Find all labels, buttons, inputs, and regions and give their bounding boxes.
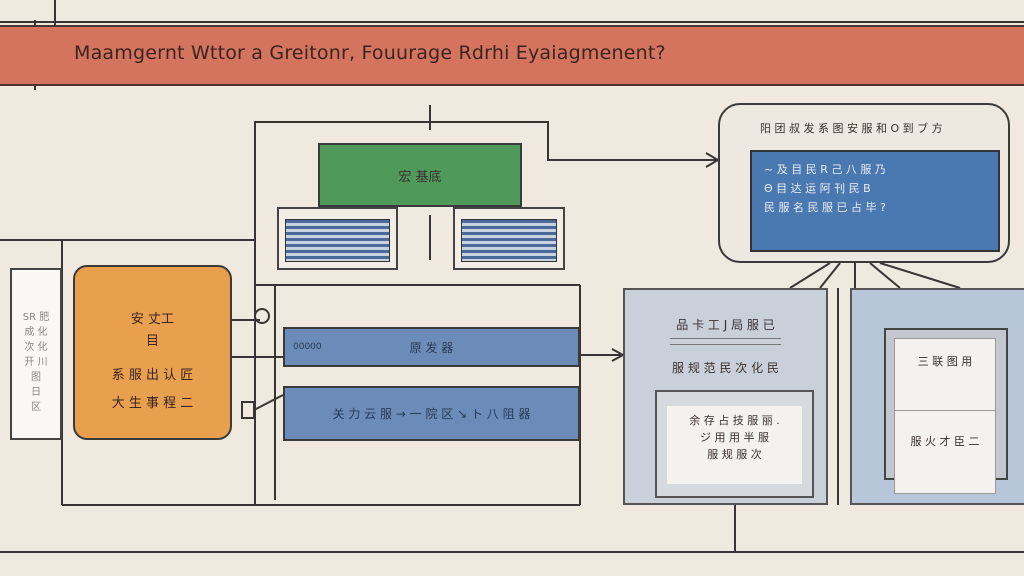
monitor-screen-line: 民 服 名 民 服 已 占 毕 ? <box>764 201 886 214</box>
right-panel: 三 联 图 用 服 火 才 臣 二 <box>850 288 1024 505</box>
orange-box-line: 大 生 事 程 二 <box>111 396 194 411</box>
right-panel-frame: 三 联 图 用 服 火 才 臣 二 <box>884 328 1008 494</box>
gray-inner-line: 服 规 服 次 <box>707 448 762 461</box>
orange-box-line: 目 <box>145 334 159 349</box>
gray-inner-line: ジ 用 用 半 服 <box>700 431 769 444</box>
blue-bar-prefix: 00000 <box>293 342 322 352</box>
left-panel-line: 成 化 <box>24 327 48 338</box>
left-panel-line: 开 川 <box>24 357 48 368</box>
title-banner <box>0 25 1024 86</box>
left-panel-line: SR 肥 <box>22 312 50 323</box>
green-process-box: 宏 基底 <box>318 143 522 207</box>
blue-bar-top: 00000 原 发 器 <box>283 327 580 367</box>
left-panel-line: 次 化 <box>24 342 48 353</box>
blue-bar-bottom: 关 力 云 服 → 一 院 区 ↘ ト 八 阻 器 <box>283 386 580 441</box>
gray-panel: 品 卡 工 J 局 服 已 服 规 范 民 次 化 民 余 存 占 技 服 丽 … <box>623 288 828 505</box>
right-card-top: 三 联 图 用 <box>894 338 996 416</box>
right-card-bottom: 服 火 才 臣 二 <box>894 410 996 494</box>
gray-panel-subtitle: 服 规 范 民 次 化 民 <box>672 361 779 375</box>
blue-bar-label: 原 发 器 <box>409 340 454 355</box>
monitor-title: 阳 团 叔 发 系 图 安 服 和 O 到 ブ 方 <box>760 122 943 135</box>
left-label-panel: SR 肥 成 化 次 化 开 川 图 日 区 <box>10 268 62 440</box>
gray-panel-inner-box: 余 存 占 技 服 丽 . ジ 用 用 半 服 服 规 服 次 <box>655 390 814 498</box>
screen-thumbnail-right <box>453 207 565 270</box>
gray-inner-line: 余 存 占 技 服 丽 . <box>689 414 780 427</box>
orange-process-box: 安 丈工 目 系 服 出 认 匠 大 生 事 程 二 <box>73 265 232 440</box>
orange-box-line: 安 丈工 <box>130 312 175 327</box>
right-card-label: 三 联 图 用 <box>917 355 973 368</box>
monitor-screen-line: ~ 及 目 民 R 己 八 服 乃 <box>764 163 886 176</box>
blue-bar-label: 关 力 云 服 → 一 院 区 ↘ ト 八 阻 器 <box>332 407 531 421</box>
left-panel-line: 区 <box>31 402 41 413</box>
diagram-title: Maamgernt Wttor a Greitonr, Fouurage Rdr… <box>74 42 666 64</box>
monitor-screen: ~ 及 目 民 R 己 八 服 乃 Θ 目 达 运 阿 刊 民 B 民 服 名 … <box>750 150 1000 252</box>
gray-panel-title: 品 卡 工 J 局 服 已 <box>676 318 775 332</box>
green-box-label: 宏 基底 <box>398 169 442 185</box>
screen-thumbnail-left <box>277 207 398 270</box>
left-panel-line: 图 <box>31 372 41 383</box>
orange-box-line: 系 服 出 认 匠 <box>111 368 194 383</box>
left-panel-line: 日 <box>31 387 41 398</box>
right-card-label: 服 火 才 臣 二 <box>910 435 980 448</box>
monitor-screen-line: Θ 目 达 运 阿 刊 民 B <box>764 182 871 195</box>
